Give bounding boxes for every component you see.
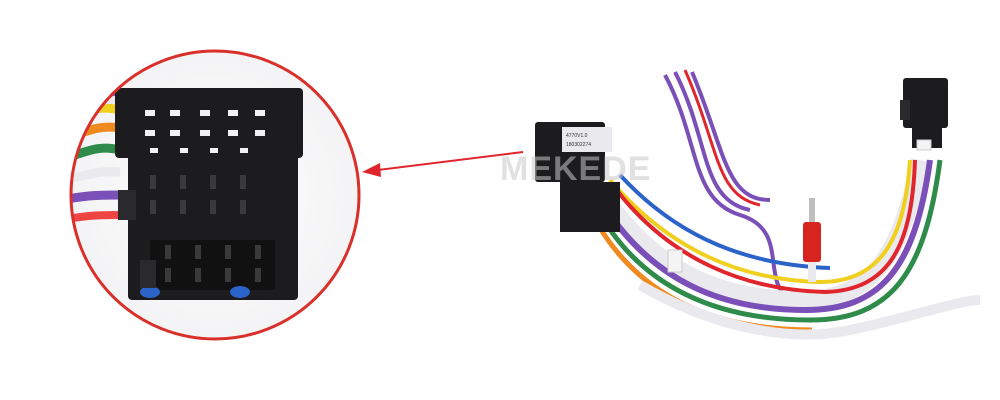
arrow-left-icon [362,151,524,177]
rca-plug [803,222,821,262]
wiring-harness: 4770V1.0 180302274 [535,69,981,340]
zoomed-connector [71,88,303,300]
brand-watermark: MEKEDE [500,150,652,188]
module-label-line2: 180302274 [566,142,591,148]
module-label-line1: 4770V1.0 [566,133,588,139]
zoom-detail-circle [69,49,361,341]
